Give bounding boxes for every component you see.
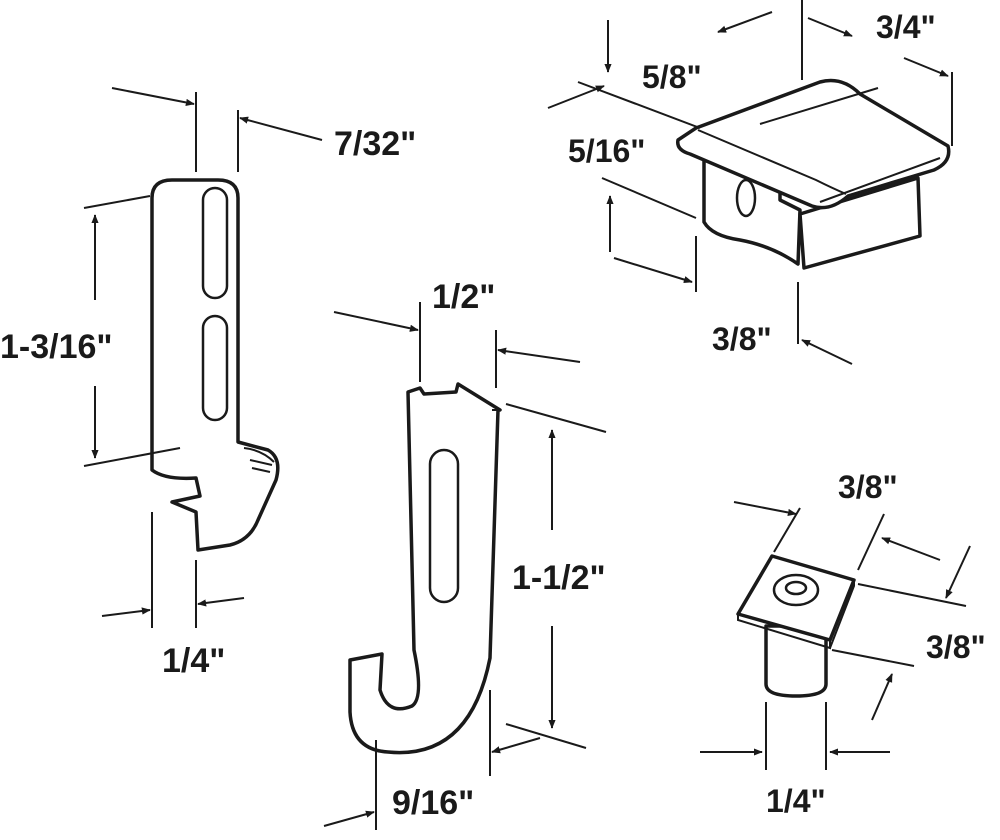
j-hook-body [348, 382, 502, 755]
clip-thickness-label: 7/32" [334, 125, 416, 163]
clip-slot-upper [201, 186, 229, 300]
guide-block-cap [676, 78, 951, 210]
flanged-pin-flange-edge [737, 580, 855, 650]
guide-block-rail [798, 176, 922, 270]
flanged-pin-shank-label: 1/4" [766, 783, 826, 819]
j-hook-slot [428, 448, 460, 604]
clip-width-label: 1/4" [162, 642, 225, 680]
guide-block-base-label: 3/8" [712, 321, 772, 357]
guide-block-part: 3/4" 5/8" 5/16" 3/8" [547, 0, 953, 365]
guide-block-cap-fold [697, 129, 847, 195]
flanged-pin-bore [784, 580, 808, 596]
j-hook-width-label: 1/2" [432, 278, 495, 316]
flanged-pin-shank [764, 624, 828, 698]
clip-height-label: 1-3/16" [0, 328, 113, 366]
guide-block-cap-edges [759, 87, 941, 203]
clip-part: 7/32" 1-3/16" 1/4" [0, 87, 416, 680]
guide-block-hole [735, 178, 757, 218]
guide-block-lip-label: 5/16" [568, 133, 645, 169]
guide-block-length-label: 3/4" [876, 9, 936, 45]
j-hook-depth-label: 9/16" [392, 784, 474, 822]
flanged-pin-flange-width-label: 3/8" [838, 469, 898, 505]
guide-block-top-width-label: 5/8" [642, 59, 702, 95]
clip-ridge [249, 459, 273, 473]
flanged-pin-part: 3/8" 3/8" 1/4" [700, 469, 986, 819]
j-hook-height-label: 1-1/2" [512, 559, 606, 597]
flanged-pin-flange-depth-label: 3/8" [926, 629, 986, 665]
j-hook-part: 1/2" 1-1/2" 9/16" [323, 278, 607, 830]
clip-edge-detail [243, 447, 275, 463]
clip-slot-lower [201, 314, 229, 422]
